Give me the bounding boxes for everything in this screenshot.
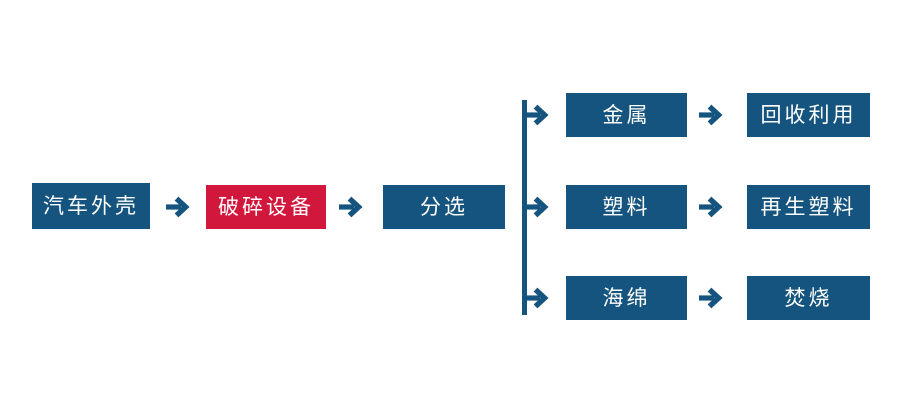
branch-connector-line (522, 100, 527, 315)
node-plastic-label: 塑料 (602, 195, 651, 219)
node-plastic: 塑料 (566, 185, 687, 229)
node-plastic-outcome-label: 再生塑料 (760, 195, 857, 219)
right-arrow-icon (525, 104, 551, 126)
right-arrow-icon (525, 196, 551, 218)
node-car-shell-label: 汽车外壳 (43, 194, 139, 218)
node-sponge-label: 海绵 (602, 286, 651, 310)
node-metal-outcome: 回收利用 (747, 93, 870, 137)
right-arrow-icon (166, 196, 192, 218)
right-arrow-icon (699, 104, 725, 126)
node-metal: 金属 (566, 93, 687, 137)
right-arrow-icon (339, 196, 365, 218)
right-arrow-icon (525, 287, 551, 309)
node-plastic-outcome: 再生塑料 (747, 185, 870, 229)
node-crusher-label: 破碎设备 (218, 195, 314, 219)
node-crusher: 破碎设备 (206, 185, 326, 229)
node-sorting: 分选 (383, 185, 505, 229)
node-sorting-label: 分选 (420, 195, 468, 219)
node-sponge-outcome: 焚烧 (747, 276, 870, 320)
node-sponge-outcome-label: 焚烧 (784, 286, 833, 310)
node-sponge: 海绵 (566, 276, 687, 320)
right-arrow-icon (699, 196, 725, 218)
node-metal-label: 金属 (602, 103, 651, 127)
node-car-shell: 汽车外壳 (32, 183, 150, 229)
node-metal-outcome-label: 回收利用 (760, 103, 857, 127)
right-arrow-icon (699, 287, 725, 309)
